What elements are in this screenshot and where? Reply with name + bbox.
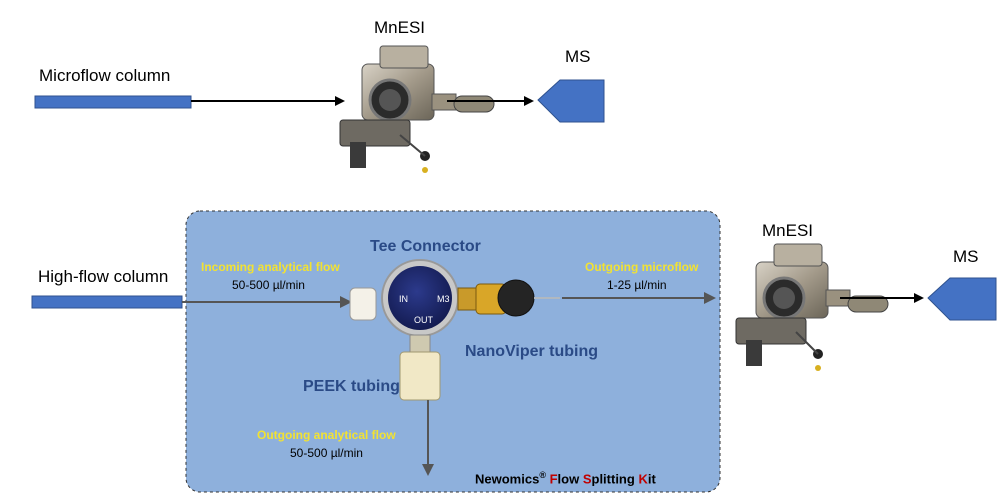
peek-tubing-label: PEEK tubing <box>303 378 400 395</box>
ms-shape-bottom <box>927 277 997 321</box>
kit-reg: ® <box>539 470 546 480</box>
incoming-flow-label: Incoming analytical flow <box>201 260 340 274</box>
kit-w3-rest: it <box>647 471 656 487</box>
tee-connector <box>349 259 560 401</box>
kit-brand: Newomics <box>475 471 540 487</box>
tee-connector-label: Tee Connector <box>370 238 481 255</box>
tee-port-out: OUT <box>414 315 433 325</box>
high-flow-column-label: High-flow column <box>38 267 169 286</box>
microflow-column-label: Microflow column <box>39 66 171 85</box>
tee-port-in: IN <box>399 294 408 304</box>
mnesi-source-top <box>339 45 495 173</box>
incoming-flow-rate: 50-500 µl/min <box>232 278 305 292</box>
kit-w1-rest: low <box>557 471 580 487</box>
kit-w3-first: K <box>638 471 648 487</box>
kit-title: Newomics® Flow Splitting Kit <box>475 470 656 486</box>
tee-port-m3: M3 <box>437 294 450 304</box>
ms-label-top: MS <box>565 47 591 66</box>
outgoing-microflow-rate: 1-25 µl/min <box>607 278 667 292</box>
ms-label-bottom: MS <box>953 247 979 266</box>
kit-w2-rest: plitting <box>591 471 635 487</box>
high-flow-column <box>31 295 183 309</box>
outgoing-microflow-label: Outgoing microflow <box>585 260 699 274</box>
outgoing-analytical-rate: 50-500 µl/min <box>290 446 363 460</box>
microflow-column <box>34 95 192 109</box>
nanoviper-tubing-label: NanoViper tubing <box>465 343 599 360</box>
kit-w2-first: S <box>582 471 592 487</box>
mnesi-label-top: MnESI <box>374 18 426 37</box>
ms-shape-top <box>537 79 605 123</box>
mnesi-source-bottom <box>735 243 889 371</box>
kit-w1-first: F <box>549 471 558 487</box>
kit-box <box>185 210 721 493</box>
mnesi-label-bottom: MnESI <box>762 221 814 240</box>
outgoing-analytical-label: Outgoing analytical flow <box>257 428 396 442</box>
